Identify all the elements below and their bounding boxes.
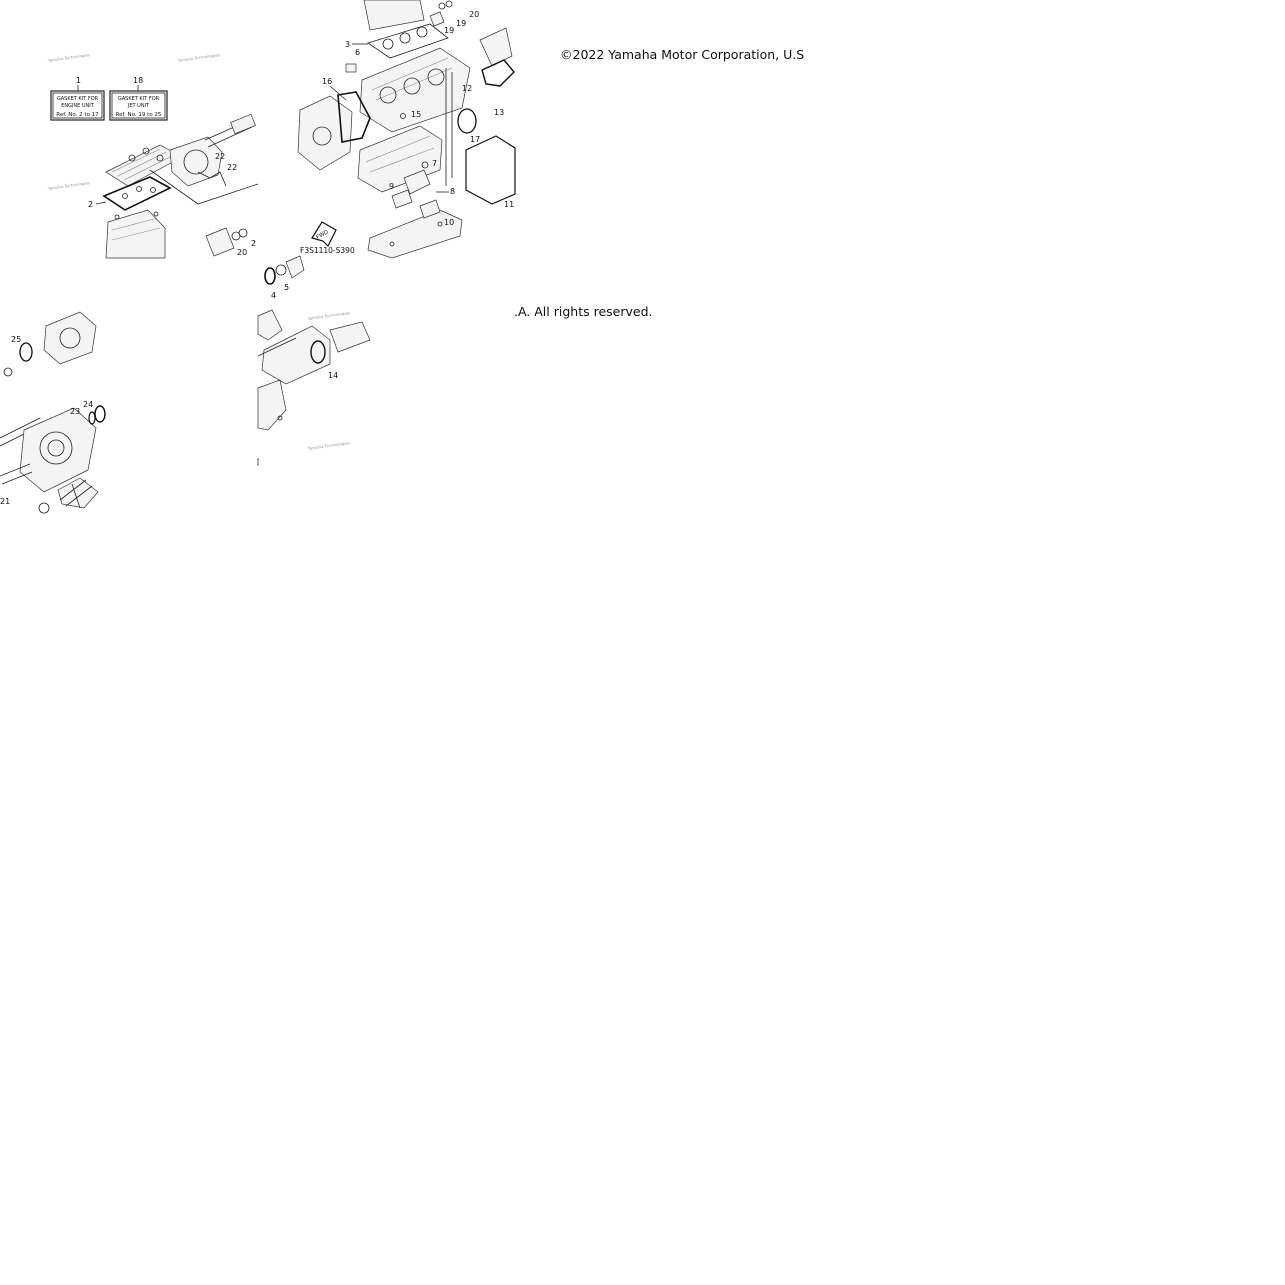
callout-11: 11 (504, 200, 514, 209)
callout-19: 19 (444, 26, 454, 35)
callout-20: 20 (237, 248, 247, 257)
watermark: Yamaha Technologies (46, 52, 90, 63)
callout-18: 18 (133, 76, 143, 85)
copyright-line-1: ©2022 Yamaha Motor Corporation, U.S (560, 47, 805, 62)
callout-22b: 22 (227, 163, 237, 172)
callout-13: 13 (494, 108, 504, 117)
crankcase-cover-gasket (337, 91, 371, 143)
kit-label: GASKET KIT FOR (118, 96, 160, 102)
kit-ref: Ref. No. 2 to 17 (56, 112, 99, 118)
callout-19b: 19 (456, 19, 466, 28)
cover-gasket-11 (465, 135, 516, 205)
callout-23: 23 (70, 407, 80, 416)
copyright-line-2: .A. All rights reserved. (514, 304, 653, 319)
callout-22: 22 (215, 152, 225, 161)
watermark: Yamaha Technologies (46, 180, 90, 191)
gasket-kit-engine-box (50, 90, 105, 121)
tile-bottom-middle: 4 5 14 Yamaha Technologies Yamaha Techno… (257, 255, 371, 466)
callout-6: 6 (355, 48, 360, 57)
callout-1: 1 (76, 76, 81, 85)
watermark: Yamaha Technologies (306, 440, 350, 451)
callout-9: 9 (389, 182, 394, 191)
callout-14: 14 (328, 371, 338, 380)
o-ring-25 (19, 342, 33, 362)
kit-label: JET UNIT (127, 103, 150, 109)
tile-top-left: Yamaha Technologies Yamaha Technologies … (46, 52, 259, 259)
gasket-14 (310, 340, 326, 364)
callout-20b: 20 (469, 10, 479, 19)
cylinder-head-gasket (367, 23, 449, 59)
callout-8: 8 (450, 187, 455, 196)
callout-2: 2 (88, 200, 93, 209)
seal-4 (264, 267, 276, 285)
kit-label: ENGINE UNIT (61, 103, 95, 109)
tile-bottom-left: 25 24 23 21 (0, 311, 106, 514)
fwd-arrow-icon (311, 221, 337, 248)
head-cover-gasket (102, 176, 172, 211)
seal-24 (94, 405, 106, 423)
kit-label: GASKET KIT FOR (57, 96, 99, 102)
callout-17: 17 (470, 135, 480, 144)
exhaust-gasket (481, 59, 515, 87)
kit-ref: Ref. No. 19 to 25 (116, 112, 162, 118)
callout-2b: 2 (251, 239, 256, 248)
callout-15: 15 (411, 110, 421, 119)
watermark: Yamaha Technologies (306, 310, 350, 321)
callout-25: 25 (11, 335, 21, 344)
o-ring-17 (457, 108, 477, 134)
callout-5: 5 (284, 283, 289, 292)
callout-10: 10 (444, 218, 454, 227)
callout-3: 3 (345, 40, 350, 49)
gasket-kit-jet-box (109, 90, 168, 121)
callout-7: 7 (432, 159, 437, 168)
diagram-code: F3S1110-S390 (300, 246, 355, 255)
watermark: Yamaha Technologies (176, 52, 220, 63)
callout-24: 24 (83, 400, 93, 409)
tile-top-middle: 3 6 16 15 7 9 8 10 FWD F3S1110-S390 (297, 0, 516, 259)
fwd-label: FWD (315, 229, 329, 240)
callout-4: 4 (271, 291, 276, 300)
callout-21: 21 (0, 497, 10, 506)
callout-12: 12 (462, 84, 472, 93)
callout-16: 16 (322, 77, 332, 86)
